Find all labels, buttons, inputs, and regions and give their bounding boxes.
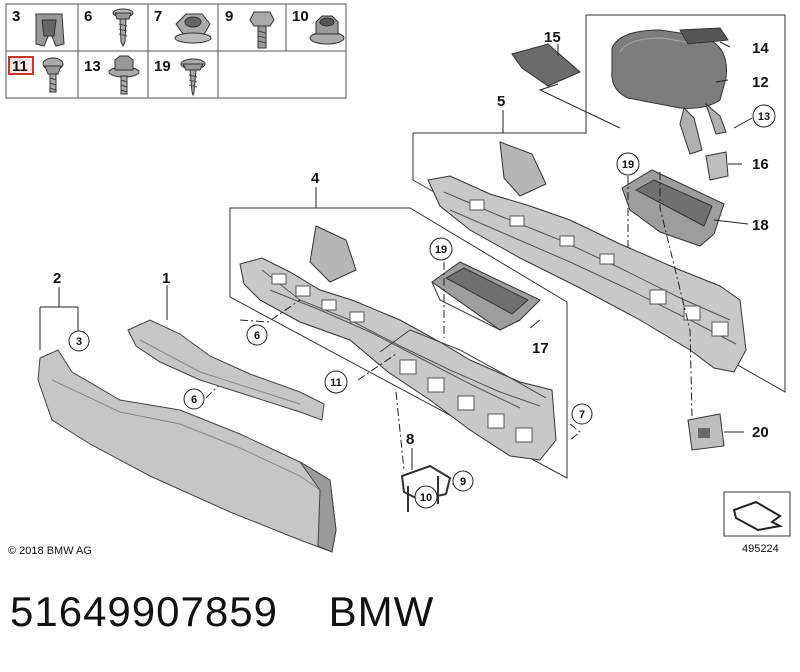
callout-16[interactable]: 16 <box>752 156 769 173</box>
copyright-text: © 2018 BMW AG <box>8 545 92 557</box>
cap-20-slot <box>698 428 710 438</box>
dash-dot-lines <box>205 172 693 485</box>
brand-name: BMW <box>328 588 435 635</box>
callout-10[interactable]: 10 <box>420 492 432 504</box>
assembly-5-frame <box>412 14 786 393</box>
pad-14 <box>679 27 729 45</box>
storage-tray-17 <box>431 261 541 331</box>
legend-highlight-box <box>8 56 34 75</box>
bracket-8 <box>400 464 452 512</box>
clip-nut-icon <box>35 13 65 47</box>
hex-bolt-icon <box>249 11 275 49</box>
callout-8[interactable]: 8 <box>406 431 414 448</box>
assembly-4-frame <box>229 207 568 479</box>
small-screw-icon <box>42 57 64 93</box>
armrest-lid <box>611 29 727 155</box>
flange-bolt-icon <box>108 55 140 95</box>
callout-6b[interactable]: 6 <box>191 394 197 406</box>
callout-19b[interactable]: 19 <box>622 159 634 171</box>
legend-num-3[interactable]: 3 <box>12 8 20 25</box>
callout-15[interactable]: 15 <box>544 29 561 46</box>
callout-19a[interactable]: 19 <box>435 244 447 256</box>
callout-2[interactable]: 2 <box>53 270 61 287</box>
callout-12[interactable]: 12 <box>752 74 769 91</box>
part-number: 51649907859 <box>10 588 278 635</box>
storage-tray-18 <box>621 169 725 247</box>
cap-16 <box>705 151 729 181</box>
inner-trim-strip <box>127 319 325 421</box>
footer-caption: 51649907859 BMW <box>10 588 434 636</box>
callout-5[interactable]: 5 <box>497 93 505 110</box>
callout-1[interactable]: 1 <box>162 270 170 287</box>
callout-6a[interactable]: 6 <box>254 330 260 342</box>
fastener-legend <box>5 3 347 99</box>
callout-14[interactable]: 14 <box>752 40 769 57</box>
legend-num-6[interactable]: 6 <box>84 8 92 25</box>
callout-18[interactable]: 18 <box>752 217 769 234</box>
diagram-id: 495224 <box>742 543 779 555</box>
callout-13[interactable]: 13 <box>758 111 770 123</box>
callout-4[interactable]: 4 <box>311 170 320 187</box>
legend-num-7[interactable]: 7 <box>154 8 162 25</box>
legend-num-19[interactable]: 19 <box>154 58 171 75</box>
side-trim-panel <box>37 349 337 553</box>
callout-20[interactable]: 20 <box>752 424 769 441</box>
callout-9[interactable]: 9 <box>460 476 466 488</box>
callout-7[interactable]: 7 <box>579 409 585 421</box>
tapping-screw-icon <box>180 58 206 97</box>
screw-icon <box>112 8 134 48</box>
hex-nut-icon <box>174 13 212 44</box>
lower-carrier <box>239 225 557 461</box>
flange-nut-icon <box>309 15 345 45</box>
orientation-arrow-icon <box>732 500 784 532</box>
callout-3[interactable]: 3 <box>76 336 82 348</box>
leader-lines <box>39 41 753 470</box>
callout-11[interactable]: 11 <box>330 377 342 389</box>
callout-17[interactable]: 17 <box>532 340 549 357</box>
legend-num-9[interactable]: 9 <box>225 8 233 25</box>
legend-num-13[interactable]: 13 <box>84 58 101 75</box>
legend-num-11[interactable]: 11 <box>12 58 28 75</box>
legend-num-10[interactable]: 10 <box>292 8 309 25</box>
cover-15 <box>511 43 581 87</box>
circled-callouts <box>68 104 776 509</box>
upper-carrier <box>427 141 747 373</box>
